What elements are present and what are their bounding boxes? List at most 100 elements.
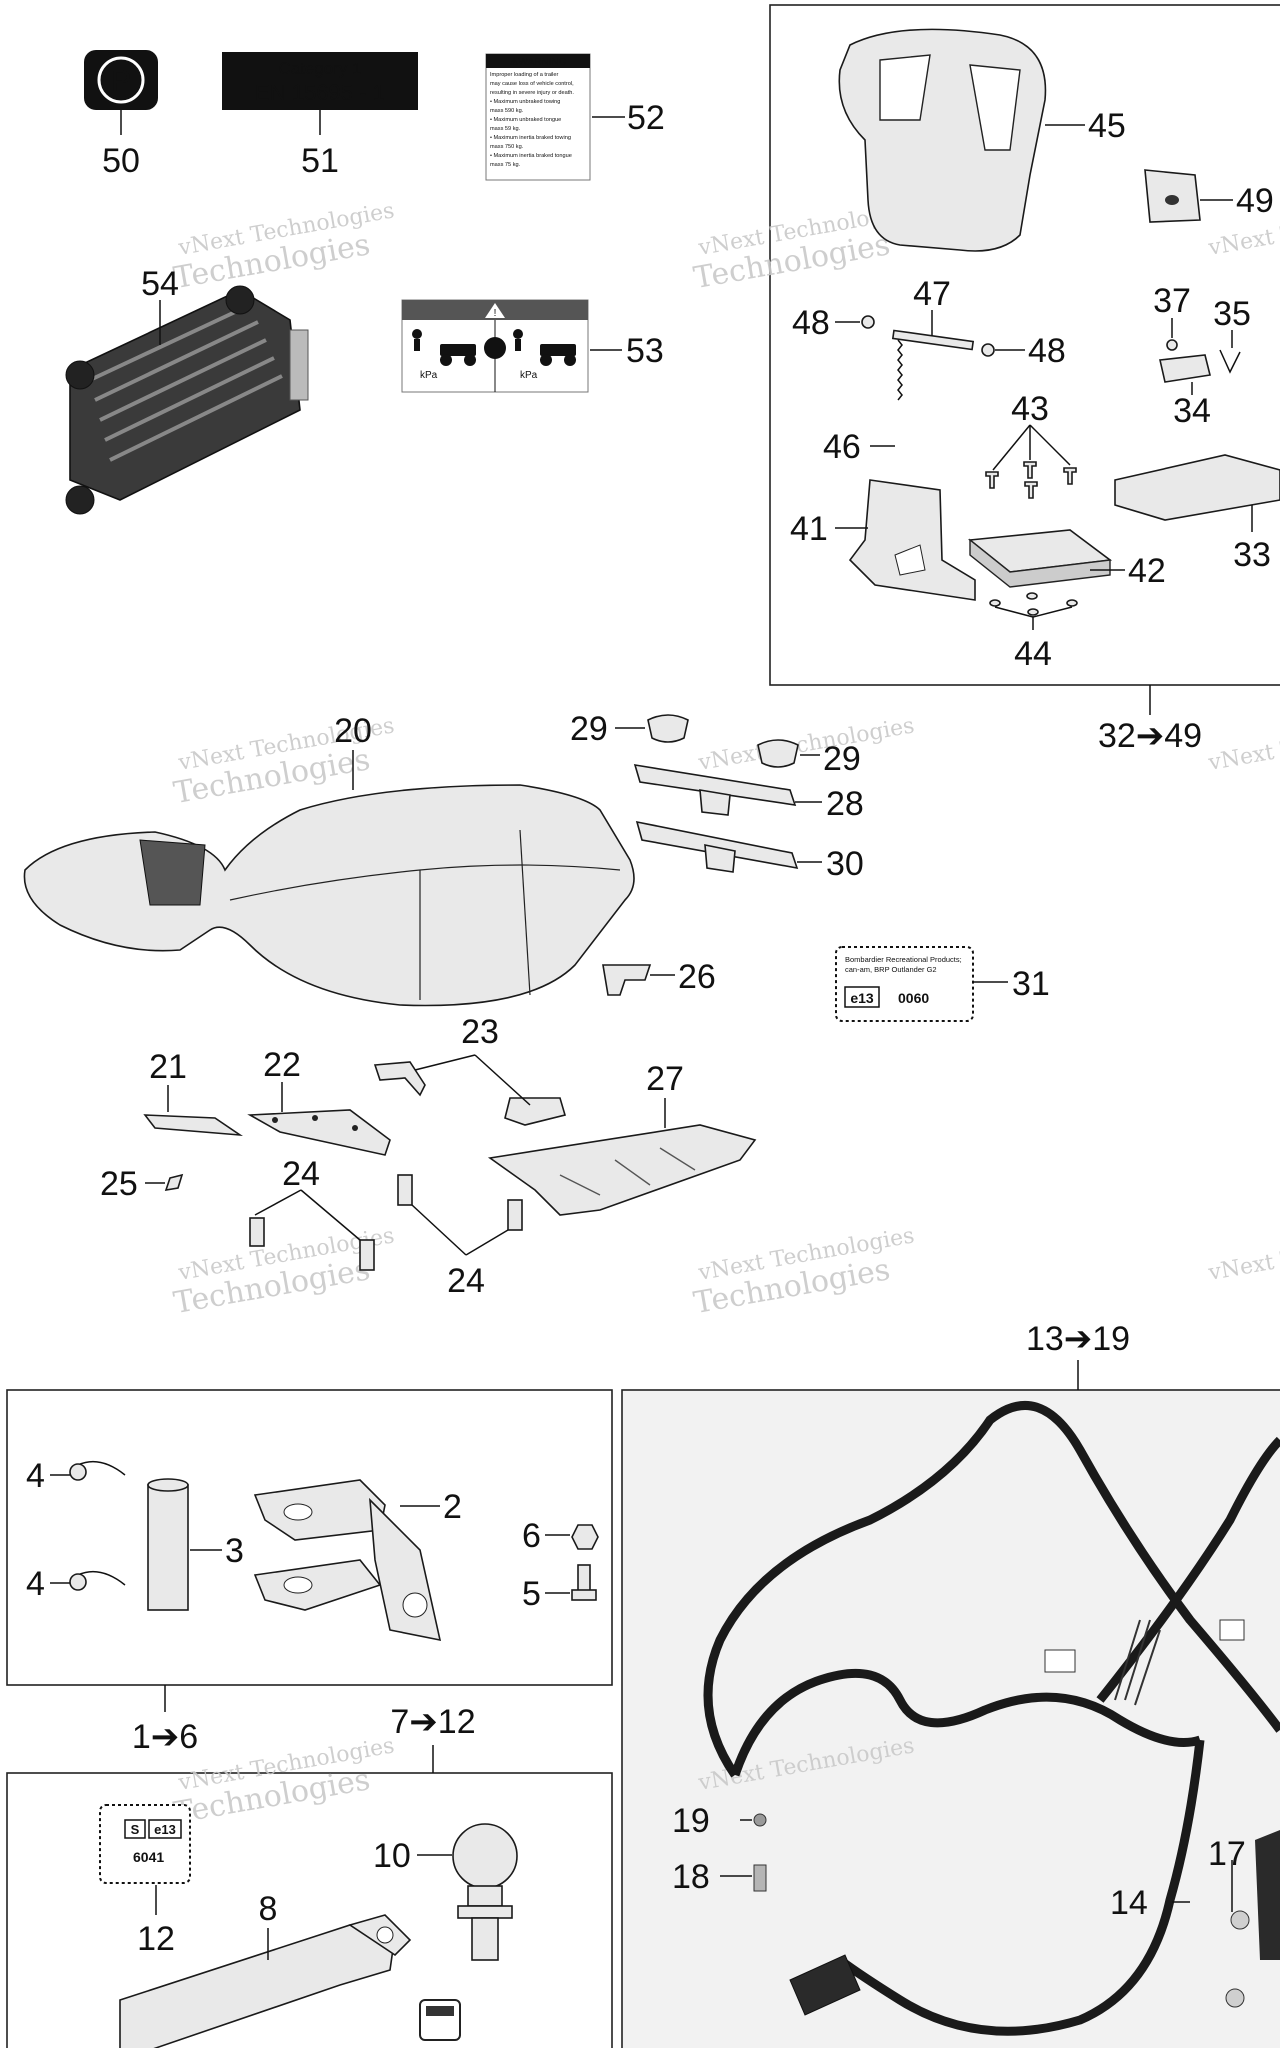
callout-14: 14 xyxy=(1110,1884,1148,1922)
warning-text-line: • Maximum inertia braked tongue xyxy=(490,153,572,159)
washer-48-right xyxy=(981,343,1025,357)
callout-34: 34 xyxy=(1173,392,1211,430)
pad-42 xyxy=(967,529,1125,588)
callout-46: 46 xyxy=(823,428,861,466)
warning-text-line: mass 59 kg. xyxy=(490,126,521,132)
callout-12: 12 xyxy=(137,1920,175,1958)
callout-37: 37 xyxy=(1153,282,1191,320)
svg-text:e13: e13 xyxy=(850,990,874,1006)
hitch-bracket-2 xyxy=(253,1479,442,1642)
svg-text:vNext Technologies: vNext Technologies xyxy=(696,713,917,776)
svg-text:can-am, BRP Outlander G2: can-am, BRP Outlander G2 xyxy=(845,965,937,974)
warning-text-line: mass 750 kg. xyxy=(490,144,524,150)
callout-30: 30 xyxy=(826,845,864,883)
nut-37 xyxy=(1166,318,1178,351)
washer-48-left xyxy=(835,315,875,329)
rail-30 xyxy=(635,820,822,873)
pin-clip-4-top xyxy=(50,1460,126,1481)
spring-46 xyxy=(870,339,903,447)
brackets-23 xyxy=(373,1054,567,1126)
callout-19: 19 xyxy=(672,1802,710,1840)
svg-text:Bombardier Recreational Produc: Bombardier Recreational Products; xyxy=(845,955,962,964)
bracket-49 xyxy=(1144,169,1233,223)
callout-1-6: 1➔6 xyxy=(132,1718,198,1756)
callout-44: 44 xyxy=(1014,635,1052,673)
nuts-44 xyxy=(989,592,1078,630)
svg-text:6041: 6041 xyxy=(133,1849,164,1865)
callout-43: 43 xyxy=(1011,390,1049,428)
standoffs-24 xyxy=(249,1174,523,1271)
bolt-5 xyxy=(545,1564,597,1601)
svg-text:e13: e13 xyxy=(154,1822,176,1837)
callout-7-12: 7➔12 xyxy=(390,1703,475,1741)
callout-41: 41 xyxy=(790,510,828,548)
pin-clip-4-bottom xyxy=(50,1570,126,1591)
callout-29-b: 29 xyxy=(823,740,861,778)
callout-4-bottom: 4 xyxy=(26,1565,45,1603)
warning-text-line: • Maximum unbraked towing xyxy=(490,99,560,105)
callout-31: 31 xyxy=(1012,965,1050,1003)
callout-49: 49 xyxy=(1236,182,1274,220)
callout-50: 50 xyxy=(102,142,140,180)
knob-29-a xyxy=(615,714,689,743)
parking-brake-decal: P xyxy=(84,50,158,135)
panel-hitch-1-6 xyxy=(6,1389,613,1686)
callout-2: 2 xyxy=(443,1488,462,1526)
callout-6: 6 xyxy=(522,1517,541,1555)
spring-clip-35 xyxy=(1219,330,1241,374)
guard-27 xyxy=(487,1098,757,1216)
warning-text-line: resulting in severe injury or death. xyxy=(490,90,574,96)
callout-35: 35 xyxy=(1213,295,1251,333)
callout-3: 3 xyxy=(225,1532,244,1570)
svg-text:vNext Technologies: vNext Technologies xyxy=(1206,713,1280,776)
pin-3 xyxy=(147,1478,222,1611)
callout-51: 51 xyxy=(301,142,339,180)
control-module xyxy=(65,285,309,515)
trailer-warning-decal: ⚠WARNING Improper loading of a trailerma… xyxy=(485,53,625,181)
svg-text:0060: 0060 xyxy=(898,990,929,1006)
clip-25 xyxy=(145,1173,184,1192)
warning-triangle-icon: ⚠WARNING xyxy=(510,57,567,68)
callout-32-49: 32➔49 xyxy=(1098,717,1202,755)
callout-48-left: 48 xyxy=(792,304,830,342)
rod-47 xyxy=(891,310,975,351)
plate-21 xyxy=(143,1085,243,1137)
callout-17: 17 xyxy=(1208,1835,1246,1873)
parking-brake-icon xyxy=(97,56,145,104)
svg-text:kPa: kPa xyxy=(420,370,438,381)
svg-text:Category 1: Category 1 xyxy=(278,59,361,78)
svg-text:!: ! xyxy=(494,308,497,319)
callout-24-b: 24 xyxy=(447,1262,485,1300)
callout-53: 53 xyxy=(626,332,664,370)
hitch-ball-10 xyxy=(417,1823,518,1961)
callout-52: 52 xyxy=(627,99,665,137)
certification-decal-31: Bombardier Recreational Products; can-am… xyxy=(835,946,1008,1022)
panel-backrest-kit xyxy=(769,4,1280,686)
bracket-33 xyxy=(1114,454,1280,532)
callout-26: 26 xyxy=(678,958,716,996)
callout-45: 45 xyxy=(1088,107,1126,145)
callout-47: 47 xyxy=(913,275,951,313)
callout-22: 22 xyxy=(263,1046,301,1084)
warning-text-line: • Maximum inertia braked towing xyxy=(490,135,571,141)
callout-10: 10 xyxy=(373,1837,411,1875)
svg-text:P: P xyxy=(111,65,131,98)
callout-8: 8 xyxy=(259,1890,278,1928)
seat-20 xyxy=(23,750,635,1007)
wiring-harness-photo xyxy=(703,1401,1280,2036)
knob-29-b xyxy=(757,739,820,768)
svg-text:S: S xyxy=(131,1822,140,1837)
callout-13-19: 13➔19 xyxy=(1026,1320,1130,1358)
rail-28 xyxy=(633,764,822,816)
small-decal xyxy=(419,1999,461,2041)
callout-18: 18 xyxy=(672,1858,710,1896)
callout-24-a: 24 xyxy=(282,1155,320,1193)
bracket-41 xyxy=(835,479,976,601)
callout-27: 27 xyxy=(646,1060,684,1098)
callout-28: 28 xyxy=(826,785,864,823)
callout-29-a: 29 xyxy=(570,710,608,748)
callout-23: 23 xyxy=(461,1013,499,1051)
callout-54: 54 xyxy=(141,265,179,303)
warning-text-line: mass 75 kg. xyxy=(490,162,521,168)
